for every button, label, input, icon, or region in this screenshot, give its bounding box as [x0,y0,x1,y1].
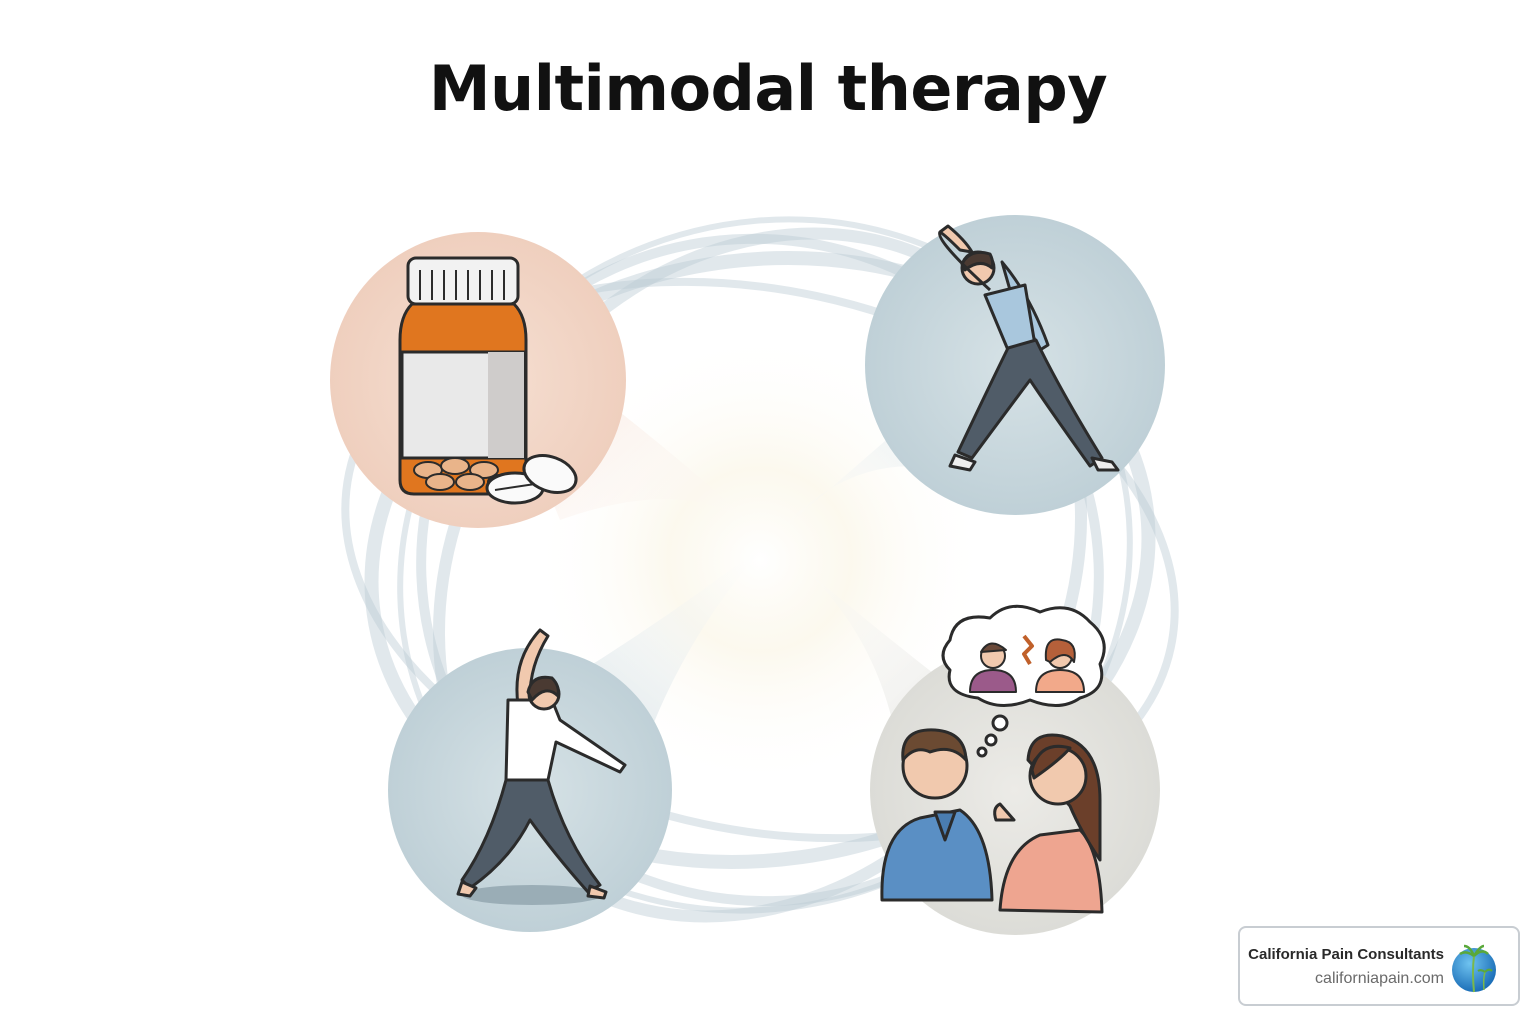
side-stretch-person-icon [938,224,1120,472]
page-title: Multimodal therapy [428,52,1108,125]
brand-url[interactable]: californiapain.com [1315,970,1444,987]
conversation-people-icon [880,604,1106,914]
palm-tree-globe-icon [1452,944,1496,993]
exercising-person-icon [456,628,627,905]
brand-badge[interactable]: California Pain Consultants californiapa… [1238,926,1520,1006]
arm-top-right [770,320,1020,540]
pill-bottle-icon [398,256,578,505]
brand-name: California Pain Consultants [1248,946,1444,963]
